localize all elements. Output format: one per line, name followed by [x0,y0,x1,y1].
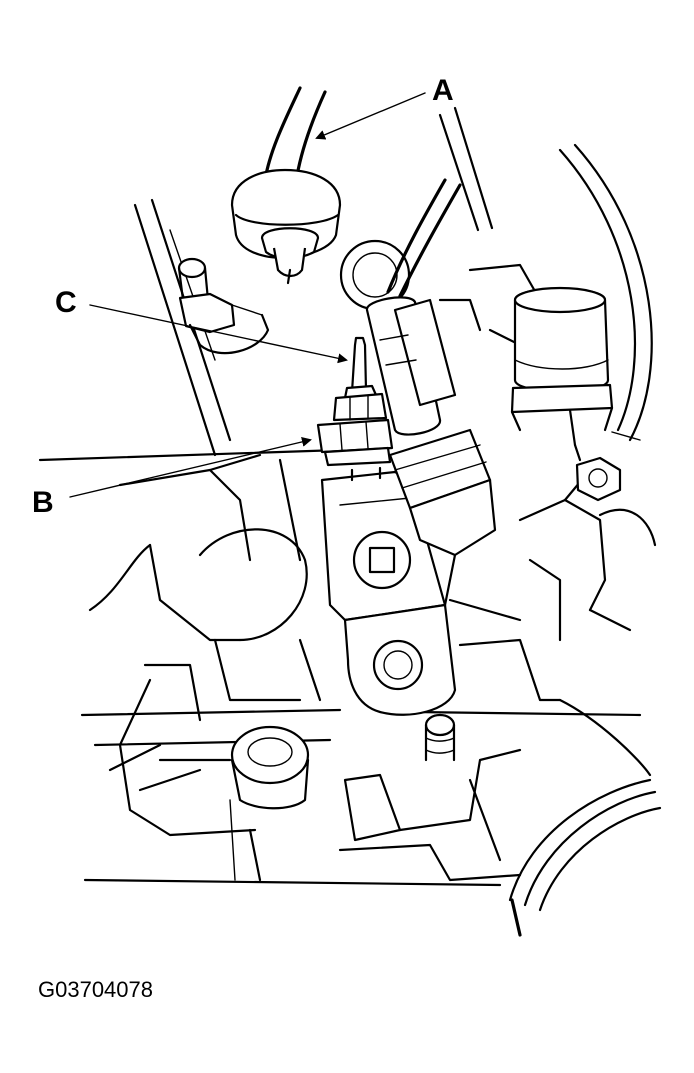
callout-label-b: B [32,486,54,519]
thermostat-housing [320,466,457,716]
hex-nut-right [573,443,622,502]
temperature-sensor [316,336,394,467]
right-cylinder [510,286,614,447]
leader-line-c [89,304,348,364]
stud-bolt [177,257,270,355]
figure-id: G03704078 [38,977,153,1002]
sensor-wire [386,178,462,298]
leader-line-b [69,436,312,498]
upright-connector [365,296,497,607]
connector-cap [230,168,342,285]
leader-line-a [315,92,426,140]
wire-harness-a [263,86,327,184]
engine-block [38,106,662,937]
callout-label-a: A [432,74,454,107]
callout-label-c: C [55,286,77,319]
